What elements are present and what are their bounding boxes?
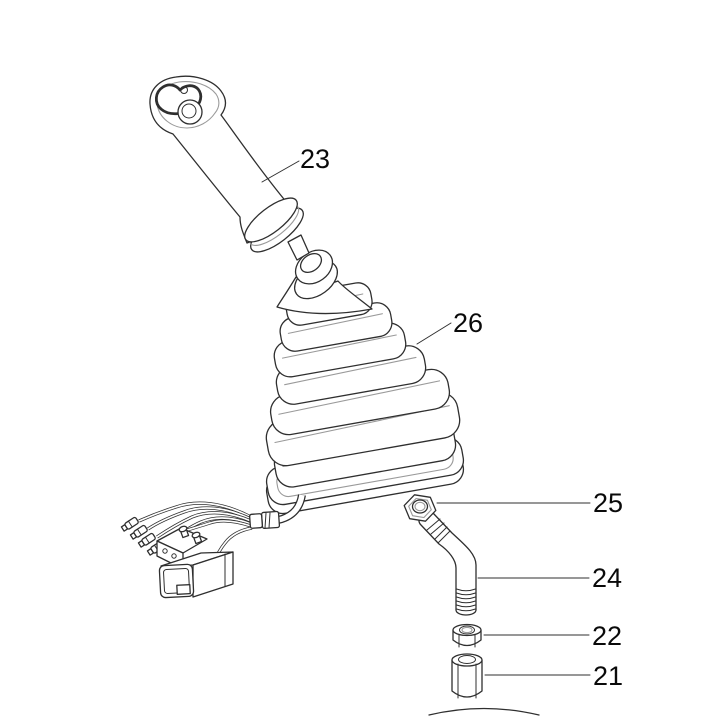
push-button-center (181, 103, 197, 119)
hex-nut-22 (452, 623, 482, 648)
head-rim-line (156, 81, 220, 129)
handle-shaft (287, 234, 310, 261)
callout-label-25: 25 (593, 488, 623, 518)
cable-clamp (249, 510, 281, 530)
wiring-harness (120, 494, 306, 599)
callout-label-21: 21 (593, 661, 623, 691)
callout-label-22: 22 (592, 621, 622, 651)
callout-leader-lines (261, 160, 591, 676)
panel-cutout-arc (428, 707, 540, 716)
callout-label-24: 24 (592, 563, 622, 593)
boot-ring (294, 249, 338, 300)
handle-collar (244, 197, 304, 253)
multi-pin-connector (158, 551, 234, 599)
elbow-bolt (418, 510, 477, 616)
switch-pivot (180, 86, 188, 94)
callout-label-26: 26 (453, 308, 483, 338)
bellows-boot (265, 276, 461, 488)
joystick-handle (149, 75, 310, 261)
callout-label-23: 23 (300, 144, 330, 174)
coupling-nut-21 (451, 653, 483, 699)
leader-26 (416, 322, 452, 345)
callout-labels: 23 26 25 24 22 21 (300, 144, 623, 691)
leader-23 (261, 160, 300, 183)
hex-nut-25 (403, 494, 437, 522)
bullet-terminals (120, 516, 165, 556)
